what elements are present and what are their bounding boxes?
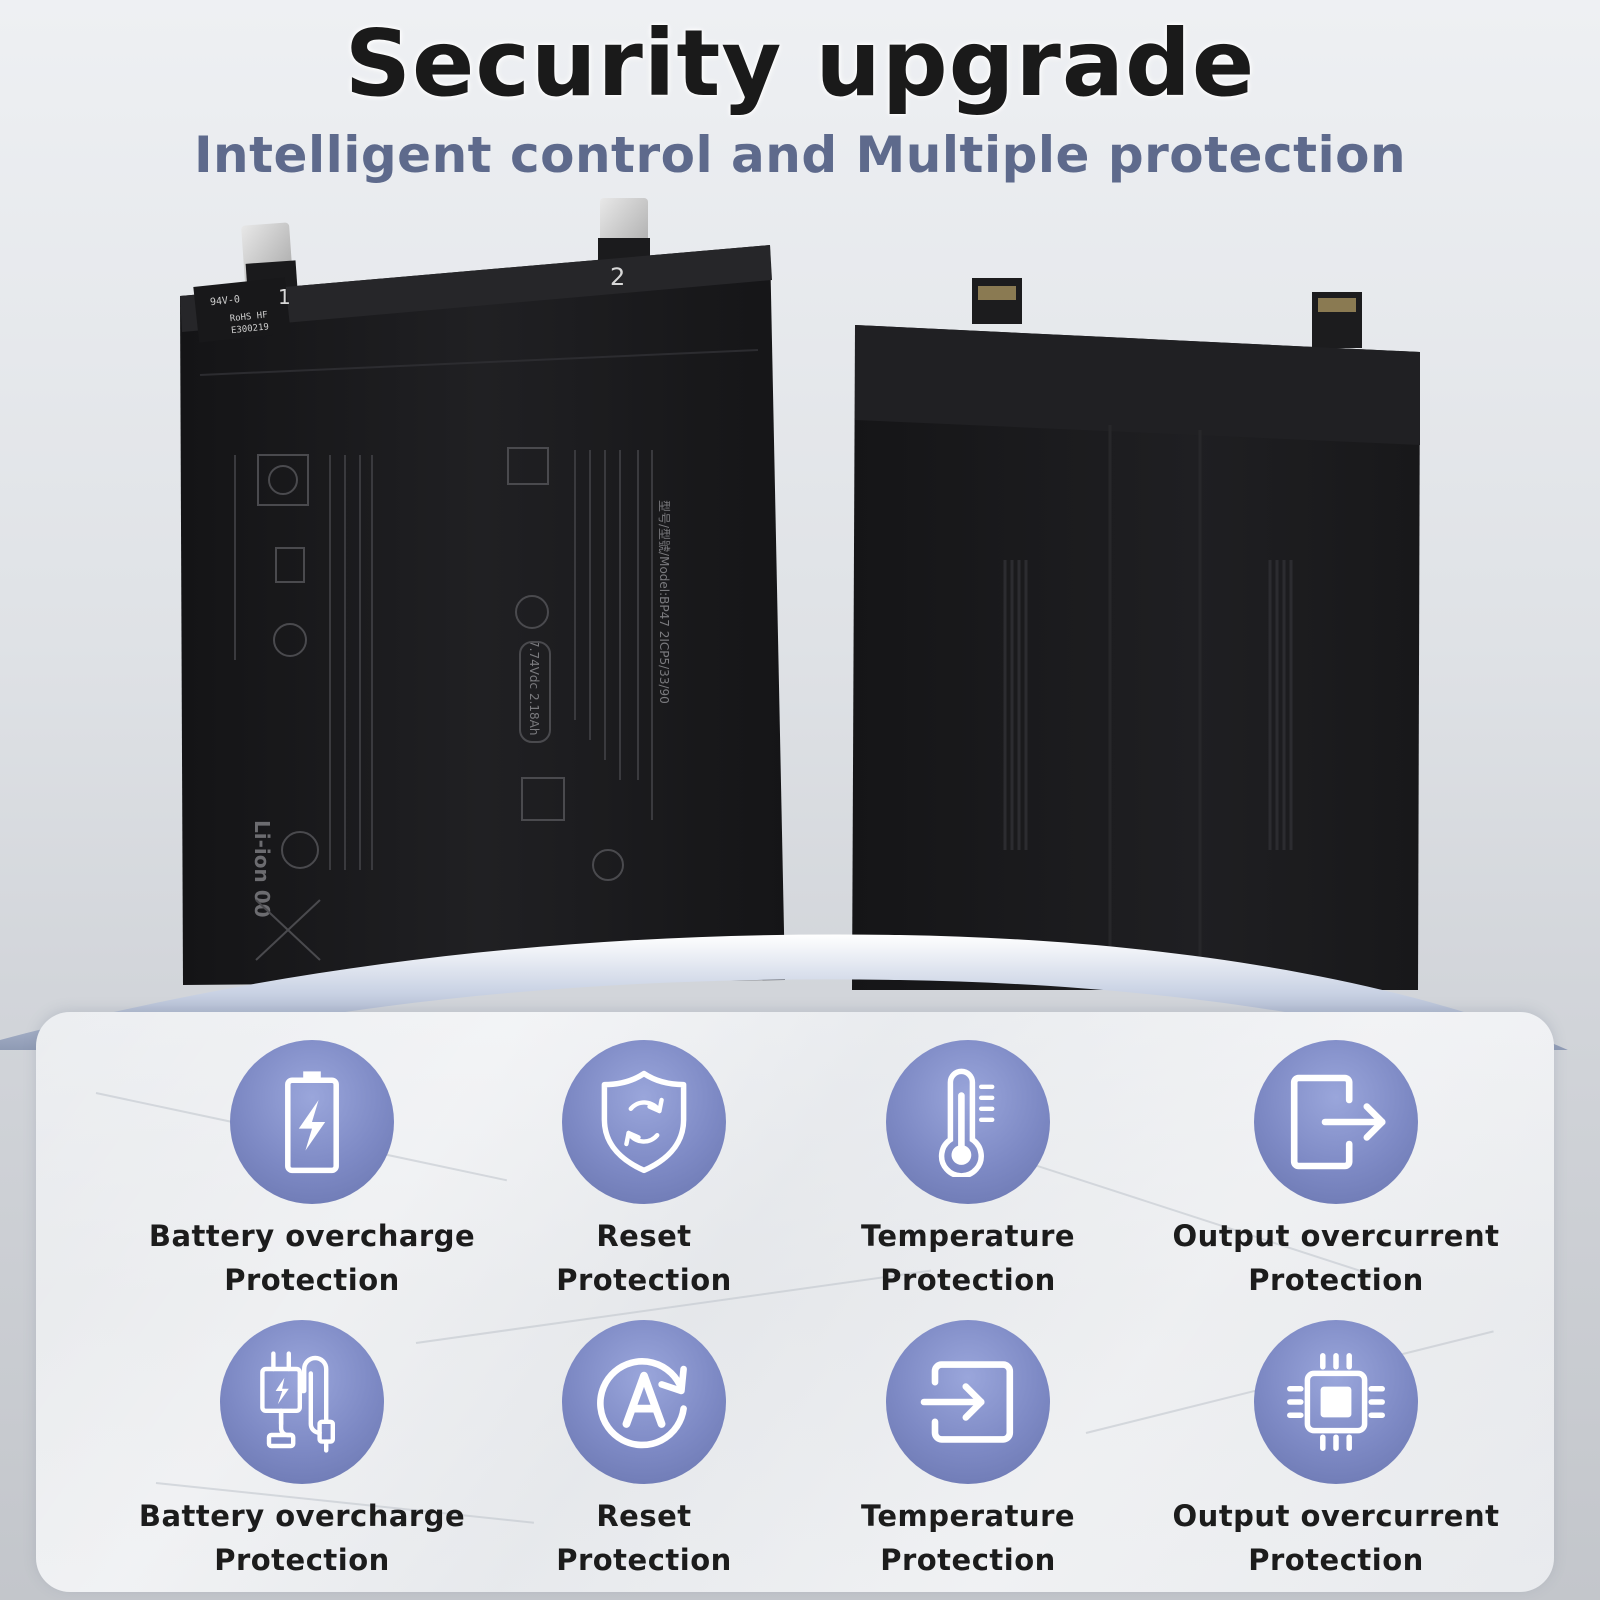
feature-label-line1: Output overcurrent — [1172, 1499, 1500, 1533]
feature-label-line1: Reset — [596, 1499, 692, 1533]
feature-label-line2: Protection — [556, 1263, 732, 1297]
shield-refresh-icon — [562, 1040, 726, 1204]
feature-label-line1: Temperature — [860, 1219, 1076, 1253]
feature-label-line1: Battery overcharge — [138, 1499, 466, 1533]
ul-mark-text: 94V-0 — [209, 294, 240, 308]
li-ion-text: Li-ion 00 — [250, 820, 274, 918]
battery-back — [852, 278, 1420, 990]
page-subtitle: Intelligent control and Multiple protect… — [193, 126, 1407, 184]
feature-label-line2: Protection — [1248, 1263, 1424, 1297]
battery-front: 94V-0 RoHS HF E300219 1 2 型号/型號/Model:BP… — [180, 198, 785, 985]
feature-label-line1: Temperature — [860, 1499, 1076, 1533]
feature-label-line2: Protection — [214, 1543, 390, 1577]
chip-icon — [1254, 1320, 1418, 1484]
page-title: Security upgrade — [344, 10, 1256, 117]
charger-cable-icon — [220, 1320, 384, 1484]
input-arrow-icon — [886, 1320, 1050, 1484]
thermometer-icon — [886, 1040, 1050, 1204]
output-arrow-icon — [1254, 1040, 1418, 1204]
certification-marks — [255, 447, 624, 961]
feature-label-line2: Protection — [224, 1263, 400, 1297]
feature-label-line1: Battery overcharge — [148, 1219, 476, 1253]
feature-label-line2: Protection — [556, 1543, 732, 1577]
auto-reset-icon — [562, 1320, 726, 1484]
feature-label-line1: Reset — [596, 1219, 692, 1253]
rohs-text: RoHS HF — [229, 310, 268, 324]
printed-text-lines — [234, 450, 653, 870]
file-number-text: E300219 — [231, 322, 270, 336]
barcode-print — [1003, 560, 1293, 850]
capacity-text: 7.74Vdc 2.18Ah — [527, 640, 541, 736]
connector-1-label: 1 — [278, 285, 291, 309]
model-line-text: 型号/型號/Model:BP47 2ICP5/33/90 — [657, 500, 671, 704]
feature-label-line2: Protection — [880, 1263, 1056, 1297]
connector-2-label: 2 — [610, 263, 625, 291]
battery-bolt-icon — [230, 1040, 394, 1204]
feature-label-line2: Protection — [1248, 1543, 1424, 1577]
silver-ring — [0, 934, 1568, 1050]
battery-product-photo: 94V-0 RoHS HF E300219 1 2 型号/型號/Model:BP… — [0, 198, 1568, 1050]
feature-label-line1: Output overcurrent — [1172, 1219, 1500, 1253]
feature-label-line2: Protection — [880, 1543, 1056, 1577]
